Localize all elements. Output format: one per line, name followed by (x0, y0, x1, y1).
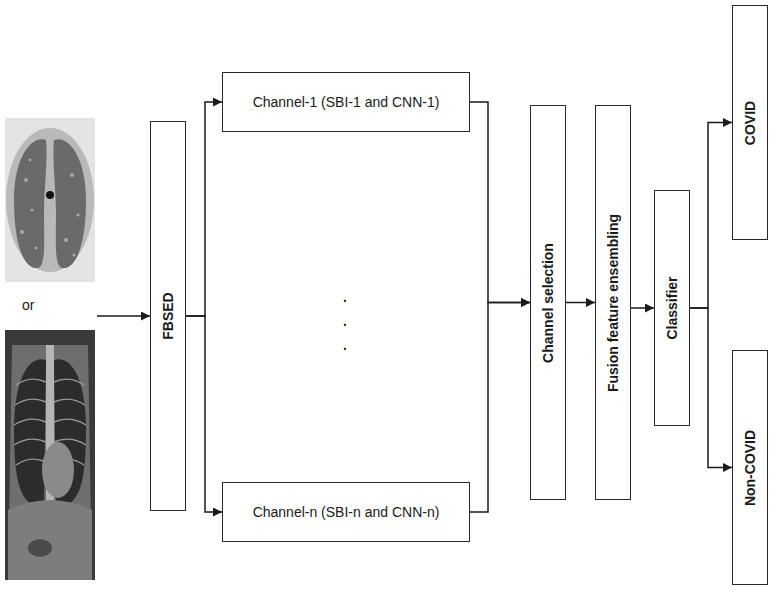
output-box: Non-COVID (732, 350, 768, 585)
flow-arrow (186, 316, 222, 512)
node-text: Channel-1 (SBI-1 and CNN-1) (253, 94, 440, 111)
node-text: Non-COVID (742, 429, 759, 505)
node-text: Channel-n (SBI-n and CNN-n) (253, 504, 440, 521)
node-text: COVID (742, 100, 759, 144)
input-arrow (97, 315, 150, 317)
flow-arrow (631, 307, 654, 309)
node-text: Classifier (664, 276, 681, 339)
ct-scan (5, 118, 95, 282)
ellipsis-dot: . (343, 338, 347, 353)
process-box: Fusion feature ensembling (595, 105, 631, 500)
ellipsis-dot: . (343, 314, 347, 329)
flow-arrow (470, 102, 530, 303)
ellipsis-dot: . (343, 290, 347, 305)
channel-box: Channel-n (SBI-n and CNN-n) (222, 482, 470, 542)
flow-arrow (186, 102, 222, 316)
node-text: Channel selection (540, 243, 557, 363)
process-box: Channel selection (530, 105, 566, 500)
or-label: or (22, 298, 34, 313)
chest-xray (5, 330, 95, 580)
flow-arrow (470, 303, 530, 513)
output-box: COVID (732, 5, 768, 240)
classifier-box: Classifier (654, 190, 690, 426)
node-text: FBSED (160, 292, 177, 339)
flow-arrow (690, 308, 732, 468)
node-text: Fusion feature ensembling (605, 213, 622, 391)
channel-box: Channel-1 (SBI-1 and CNN-1) (222, 72, 470, 132)
process-box: FBSED (150, 121, 186, 511)
flow-arrow (690, 123, 732, 309)
flow-arrow (566, 302, 595, 304)
